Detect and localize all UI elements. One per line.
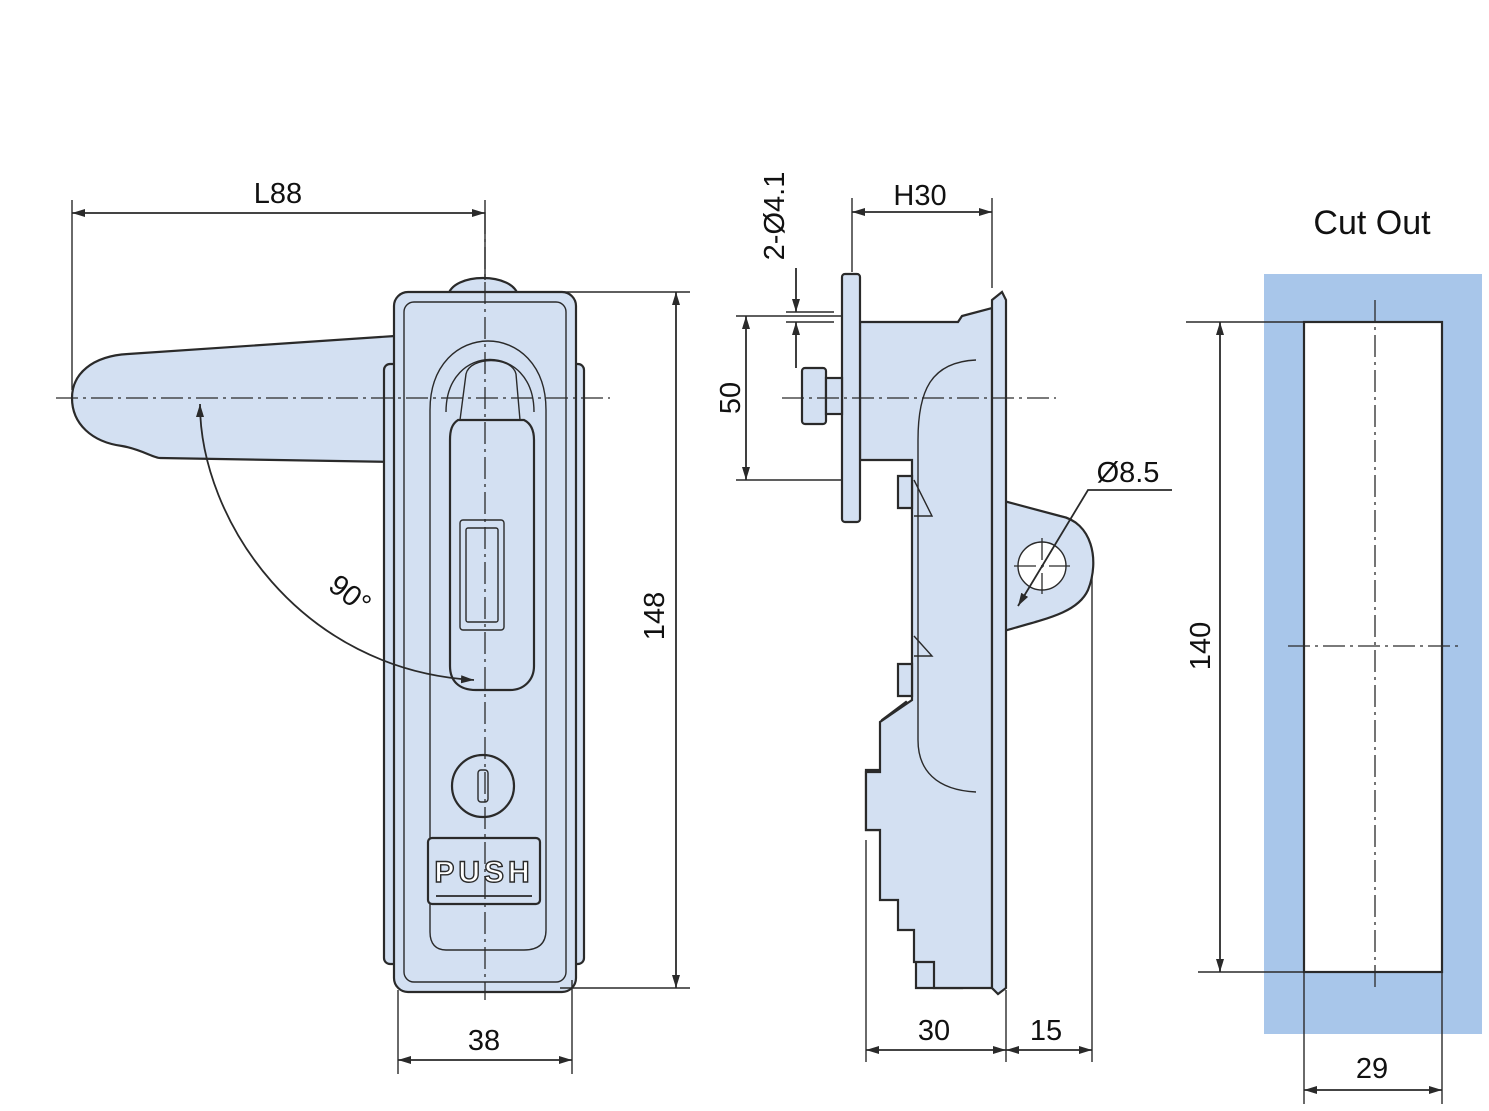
cutout-height-label: 140 bbox=[1185, 622, 1217, 670]
width-38-label: 38 bbox=[468, 1025, 500, 1057]
key-slot bbox=[477, 769, 489, 803]
upper-clip bbox=[896, 474, 914, 510]
angle-arc bbox=[196, 403, 475, 684]
handle-neck bbox=[459, 359, 521, 421]
side-body bbox=[858, 306, 994, 990]
upper-clip-tooth bbox=[913, 479, 934, 517]
hole-diameter-label: Ø8.5 bbox=[1097, 457, 1160, 489]
cutout-title: Cut Out bbox=[1313, 204, 1431, 242]
push-button bbox=[426, 836, 542, 906]
holes-label: 2-Ø4.1 bbox=[759, 172, 791, 261]
angle-label: 90° bbox=[322, 569, 376, 621]
length-label: L88 bbox=[254, 178, 302, 210]
cutout-view bbox=[1186, 274, 1482, 1104]
inner-handle bbox=[448, 418, 536, 692]
bolt-head bbox=[800, 366, 828, 426]
keyhole-icon bbox=[450, 753, 516, 819]
lower-clip-tooth bbox=[913, 635, 934, 657]
front-flange bbox=[990, 290, 1008, 996]
lower-clip bbox=[896, 662, 914, 698]
inner-curve bbox=[917, 359, 977, 793]
hole-leader bbox=[1017, 489, 1172, 607]
handle-lever bbox=[70, 334, 397, 464]
cavity-outline bbox=[429, 340, 547, 951]
base-depth-label: 30 bbox=[918, 1015, 950, 1047]
spacing-label: 50 bbox=[715, 382, 747, 414]
height-148-label: 148 bbox=[639, 592, 671, 640]
cutout-width-label: 29 bbox=[1356, 1053, 1388, 1085]
front-view: PUSH bbox=[56, 200, 690, 1074]
push-label: PUSH bbox=[434, 856, 533, 889]
flange-label: 15 bbox=[1030, 1015, 1062, 1047]
bolt-shank bbox=[824, 376, 844, 416]
cutout-opening bbox=[1302, 320, 1444, 974]
side-view bbox=[736, 198, 1172, 1062]
depth-label: H30 bbox=[893, 180, 946, 212]
handle-hub bbox=[445, 358, 535, 413]
